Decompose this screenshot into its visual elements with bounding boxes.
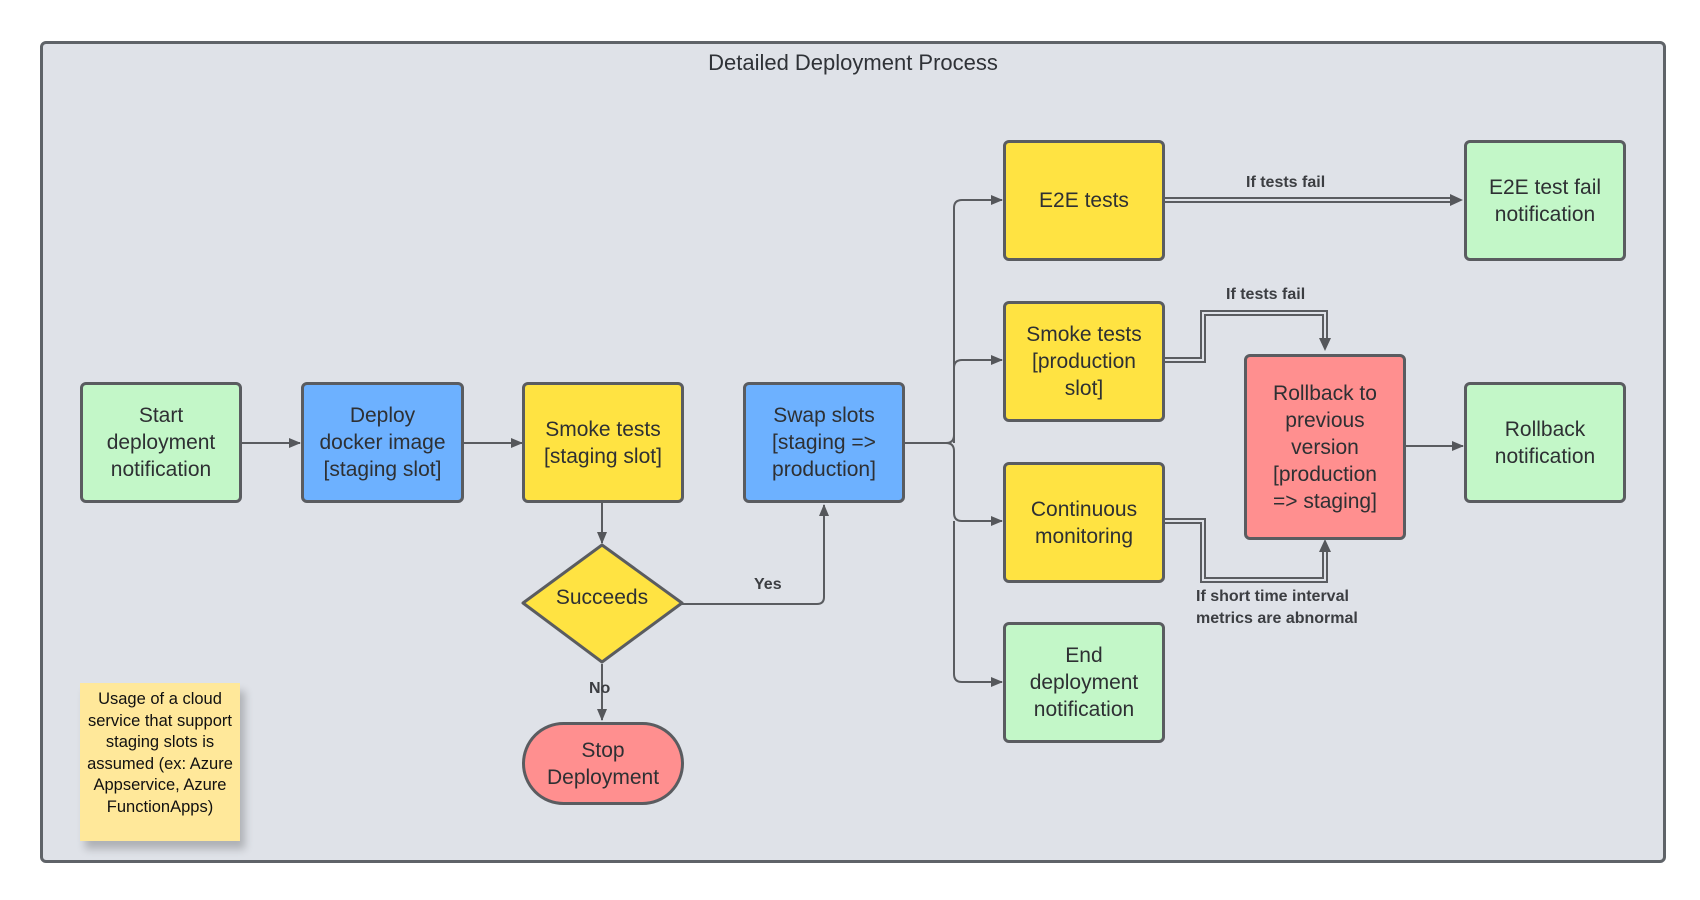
smoke-tests-production-node: Smoke tests [production slot] xyxy=(1003,301,1165,422)
arrowhead-smoke-fail xyxy=(1319,338,1331,351)
succeeds-label: Succeeds xyxy=(555,586,649,609)
arrowhead-metrics xyxy=(1319,539,1331,552)
diagram-title: Detailed Deployment Process xyxy=(708,50,998,75)
swap-slots-node: Swap slots [staging => production] xyxy=(743,382,905,503)
edge-succeeds-swap xyxy=(682,504,829,605)
arrowhead-e2e-fail xyxy=(1450,194,1463,206)
metrics-abnormal-label: If short time interval metrics are abnor… xyxy=(1196,588,1358,627)
deploy-docker-node: Deploy docker image [staging slot] xyxy=(301,382,464,503)
edge-bus-monitoring xyxy=(945,442,1003,526)
edge-bus-e2e xyxy=(945,195,1003,444)
continuous-monitoring-node: Continuous monitoring xyxy=(1003,462,1165,583)
smoke-fail-label: If tests fail xyxy=(1226,286,1306,303)
e2e-fail-label: If tests fail xyxy=(1246,174,1326,191)
succeeds-diamond xyxy=(521,543,684,664)
yes-label: Yes xyxy=(754,576,782,593)
edge-bus-smoke-prod xyxy=(953,355,1003,443)
e2e-fail-notification-node: E2E test fail notification xyxy=(1464,140,1626,261)
edge-bus-end xyxy=(953,521,1003,687)
end-deployment-node: End deployment notification xyxy=(1003,622,1165,743)
stop-deployment-node: Stop Deployment xyxy=(522,722,684,805)
rollback-notification-node: Rollback notification xyxy=(1464,382,1626,503)
no-label: No xyxy=(589,680,611,697)
e2e-tests-node: E2E tests xyxy=(1003,140,1165,261)
rollback-node: Rollback to previous version [production… xyxy=(1244,354,1406,540)
smoke-tests-staging-node: Smoke tests [staging slot] xyxy=(522,382,684,503)
start-deployment-node: Start deployment notification xyxy=(80,382,242,503)
assumption-note: Usage of a cloud service that support st… xyxy=(80,683,240,841)
